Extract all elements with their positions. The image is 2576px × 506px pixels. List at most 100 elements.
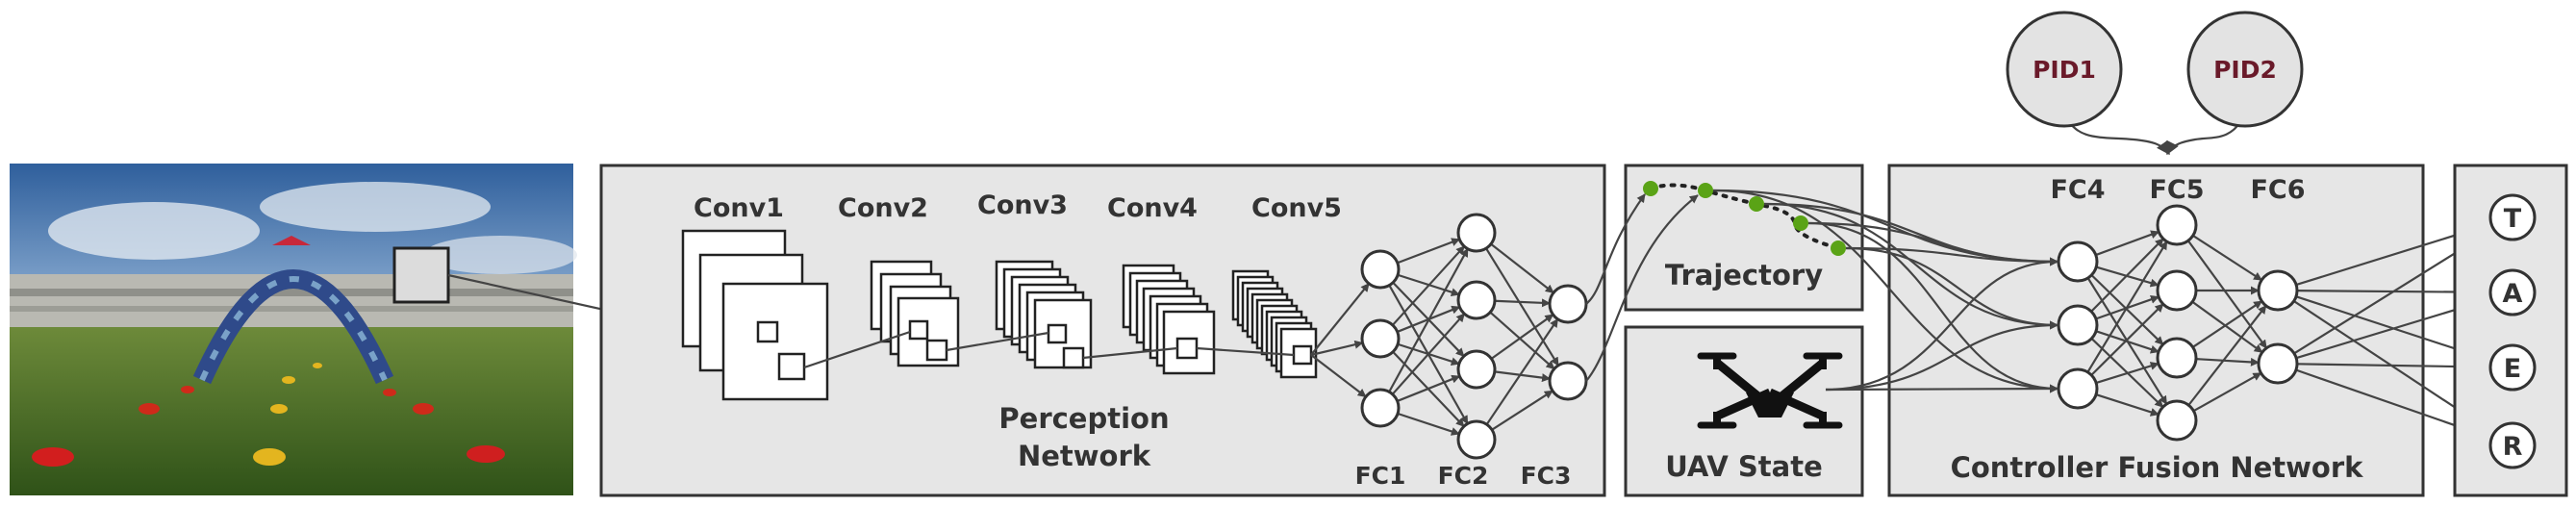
- fc2-node: [1456, 419, 1497, 460]
- output-nodes: T A E R: [2488, 193, 2537, 469]
- fc4-label: FC4: [2050, 175, 2105, 205]
- fc4-node: [2057, 304, 2099, 346]
- output-label: E: [2504, 354, 2521, 384]
- cross-panel-edges: [1585, 189, 2058, 393]
- fc1-fc2-edge: [1396, 238, 1461, 265]
- fc2-node: [1456, 280, 1497, 320]
- pid1-label: PID1: [2033, 56, 2096, 84]
- conv5-fc1-edge: [1310, 354, 1367, 398]
- conv5-fc1-edge: [1310, 340, 1364, 357]
- fc4-fc5-edge: [2094, 392, 2159, 417]
- fc2-fc3-edge: [1484, 246, 1559, 367]
- pid-links: [2064, 114, 2245, 156]
- output-label: A: [2503, 279, 2523, 309]
- fusion-title: Controller Fusion Network: [1951, 451, 2364, 484]
- fc2-fc3-edge: [1488, 311, 1555, 370]
- fusion-panel: [1887, 164, 2425, 497]
- fc4-node: [2057, 240, 2099, 283]
- fc2-fc3-edge: [1489, 314, 1554, 361]
- fc1-fc2-edge: [1387, 247, 1469, 393]
- fusion-nodes: [2057, 204, 2299, 442]
- uav-state-title: UAV State: [1665, 450, 1823, 483]
- fc4-fc5-edge: [2089, 238, 2164, 314]
- perception-title-line2: Network: [1018, 440, 1151, 472]
- conv1-label: Conv1: [694, 193, 784, 223]
- fc3-trajectory-edge: [1585, 193, 1646, 305]
- conv5-label: Conv5: [1251, 193, 1342, 223]
- trajectory-fc4-edge: [1807, 221, 2058, 393]
- fc1-label: FC1: [1355, 462, 1406, 490]
- fc5-fc6-edge: [2190, 300, 2263, 354]
- fc1-fc2-edge: [1391, 313, 1466, 396]
- fc2-node: [1456, 349, 1497, 390]
- trajectory-fc4-edge: [1845, 246, 2058, 266]
- input-image: [10, 164, 577, 495]
- trajectory-path: [1649, 183, 1840, 250]
- fc4-fc5-edge: [2094, 230, 2160, 257]
- fc2-fc3-edge: [1485, 318, 1559, 426]
- fc6-node: [2257, 269, 2299, 312]
- image-patch: [392, 246, 450, 304]
- perception-fc-edges: [1310, 238, 1559, 436]
- fc4-fc5-edge: [2085, 240, 2168, 374]
- fc3-node: [1548, 284, 1588, 324]
- waypoint-dot: [1831, 240, 1846, 256]
- fc1-node: [1360, 249, 1401, 290]
- conv3-label: Conv3: [977, 190, 1068, 220]
- fc5-label: FC5: [2149, 175, 2204, 205]
- fc1-fc2-edge: [1396, 273, 1460, 297]
- fc4-fc5-edge: [2089, 303, 2164, 377]
- fc5-fc6-edge: [2191, 300, 2263, 349]
- fc4-node: [2057, 367, 2099, 410]
- output-label: R: [2503, 432, 2523, 462]
- trajectory-fc4-edge: [1845, 246, 2058, 330]
- pid1-node: [2006, 11, 2123, 128]
- conv5-fc1-edge: [1310, 283, 1370, 356]
- fc4-fc5-edge: [2094, 362, 2159, 385]
- waypoint-dot: [1698, 183, 1713, 198]
- fc5-fc6-edge: [2186, 239, 2268, 349]
- fc2-fc3-edge: [1490, 390, 1553, 432]
- fc1-node: [1360, 318, 1401, 359]
- conv4-label: Conv4: [1107, 193, 1198, 223]
- feature-maps: [681, 229, 1318, 401]
- waypoint-dot: [1749, 196, 1764, 212]
- fc5-node: [2156, 337, 2198, 379]
- output-node: [2488, 343, 2537, 392]
- feature-map-links: [803, 330, 1295, 369]
- uav-fc4-edge: [1825, 320, 2058, 392]
- waypoint-dot: [1793, 215, 1808, 231]
- fc2-fc3-edge: [1489, 242, 1554, 294]
- fc5-fc6-edge: [2186, 305, 2267, 407]
- uav-fc4-edge: [1825, 384, 2058, 393]
- fc5-fc6-edge: [2194, 357, 2260, 367]
- fc1-fc2-edge: [1396, 412, 1460, 436]
- fc2-fc3-edge: [1493, 370, 1552, 383]
- output-node: [2488, 421, 2537, 469]
- fc3-trajectory-edge: [1585, 194, 1699, 382]
- fc2-fc3-edge: [1493, 298, 1551, 308]
- trajectory-title: Trajectory: [1665, 259, 1823, 291]
- perception-title-line1: Perception: [998, 402, 1169, 435]
- uav-fc4-edge: [1825, 257, 2058, 392]
- fc3-node: [1548, 361, 1588, 401]
- fc2-label: FC2: [1438, 462, 1489, 490]
- fc6-label: FC6: [2250, 175, 2305, 205]
- pid2-node: [2186, 11, 2304, 128]
- drone-icon: [1697, 352, 1843, 429]
- fc5-node: [2156, 204, 2198, 246]
- output-node: [2488, 268, 2537, 316]
- fc1-node: [1360, 388, 1401, 428]
- fc1-fc2-edge: [1391, 245, 1466, 327]
- fc3-label: FC3: [1521, 462, 1572, 490]
- fc5-node: [2156, 269, 2198, 312]
- trajectory-panel: [1624, 164, 1864, 312]
- trajectory-waypoints: [1643, 181, 1846, 256]
- trajectory-fc4-edge: [1763, 202, 2058, 330]
- output-node: [2488, 193, 2537, 241]
- waypoint-dot: [1643, 181, 1658, 196]
- fc5-fc6-edge: [2192, 371, 2262, 413]
- fc2-node: [1456, 213, 1497, 253]
- output-label: T: [2504, 204, 2522, 234]
